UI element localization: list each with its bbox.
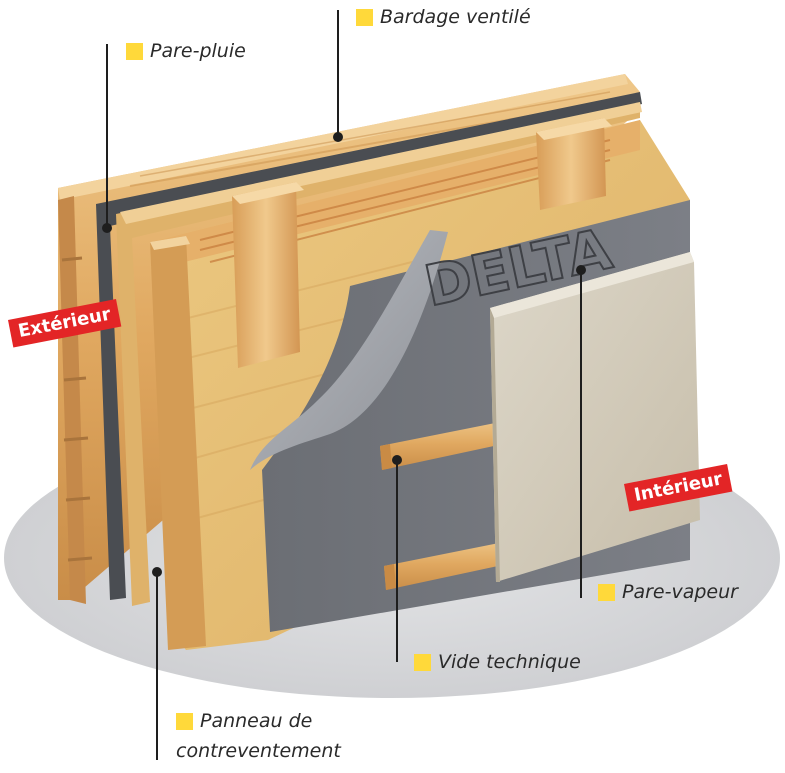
yellow-square-icon <box>176 712 193 730</box>
leader-lines <box>106 10 582 760</box>
technical-void-battens <box>380 418 526 590</box>
callout-pare-pluie-text: Pare-pluie <box>150 40 246 62</box>
leader-dots <box>102 132 586 577</box>
callout-bardage: Bardage ventilé <box>356 6 531 30</box>
studs <box>232 118 612 368</box>
callout-vide-technique: Vide technique <box>414 651 581 675</box>
front-board <box>150 236 206 650</box>
callout-panneau: Panneau de contreventement <box>176 706 341 766</box>
callout-vide-technique-text: Vide technique <box>438 651 581 673</box>
callout-bardage-text: Bardage ventilé <box>380 6 531 28</box>
yellow-square-icon <box>414 654 431 672</box>
yellow-square-icon <box>356 9 373 27</box>
yellow-square-icon <box>598 584 615 602</box>
callout-pare-pluie: Pare-pluie <box>126 40 246 64</box>
yellow-square-icon <box>126 43 143 61</box>
callout-pare-vapeur: Pare-vapeur <box>598 581 738 605</box>
callout-panneau-line1: Panneau de <box>200 710 313 732</box>
callout-panneau-line2: contreventement <box>176 740 341 762</box>
callout-pare-vapeur-text: Pare-vapeur <box>622 581 738 603</box>
